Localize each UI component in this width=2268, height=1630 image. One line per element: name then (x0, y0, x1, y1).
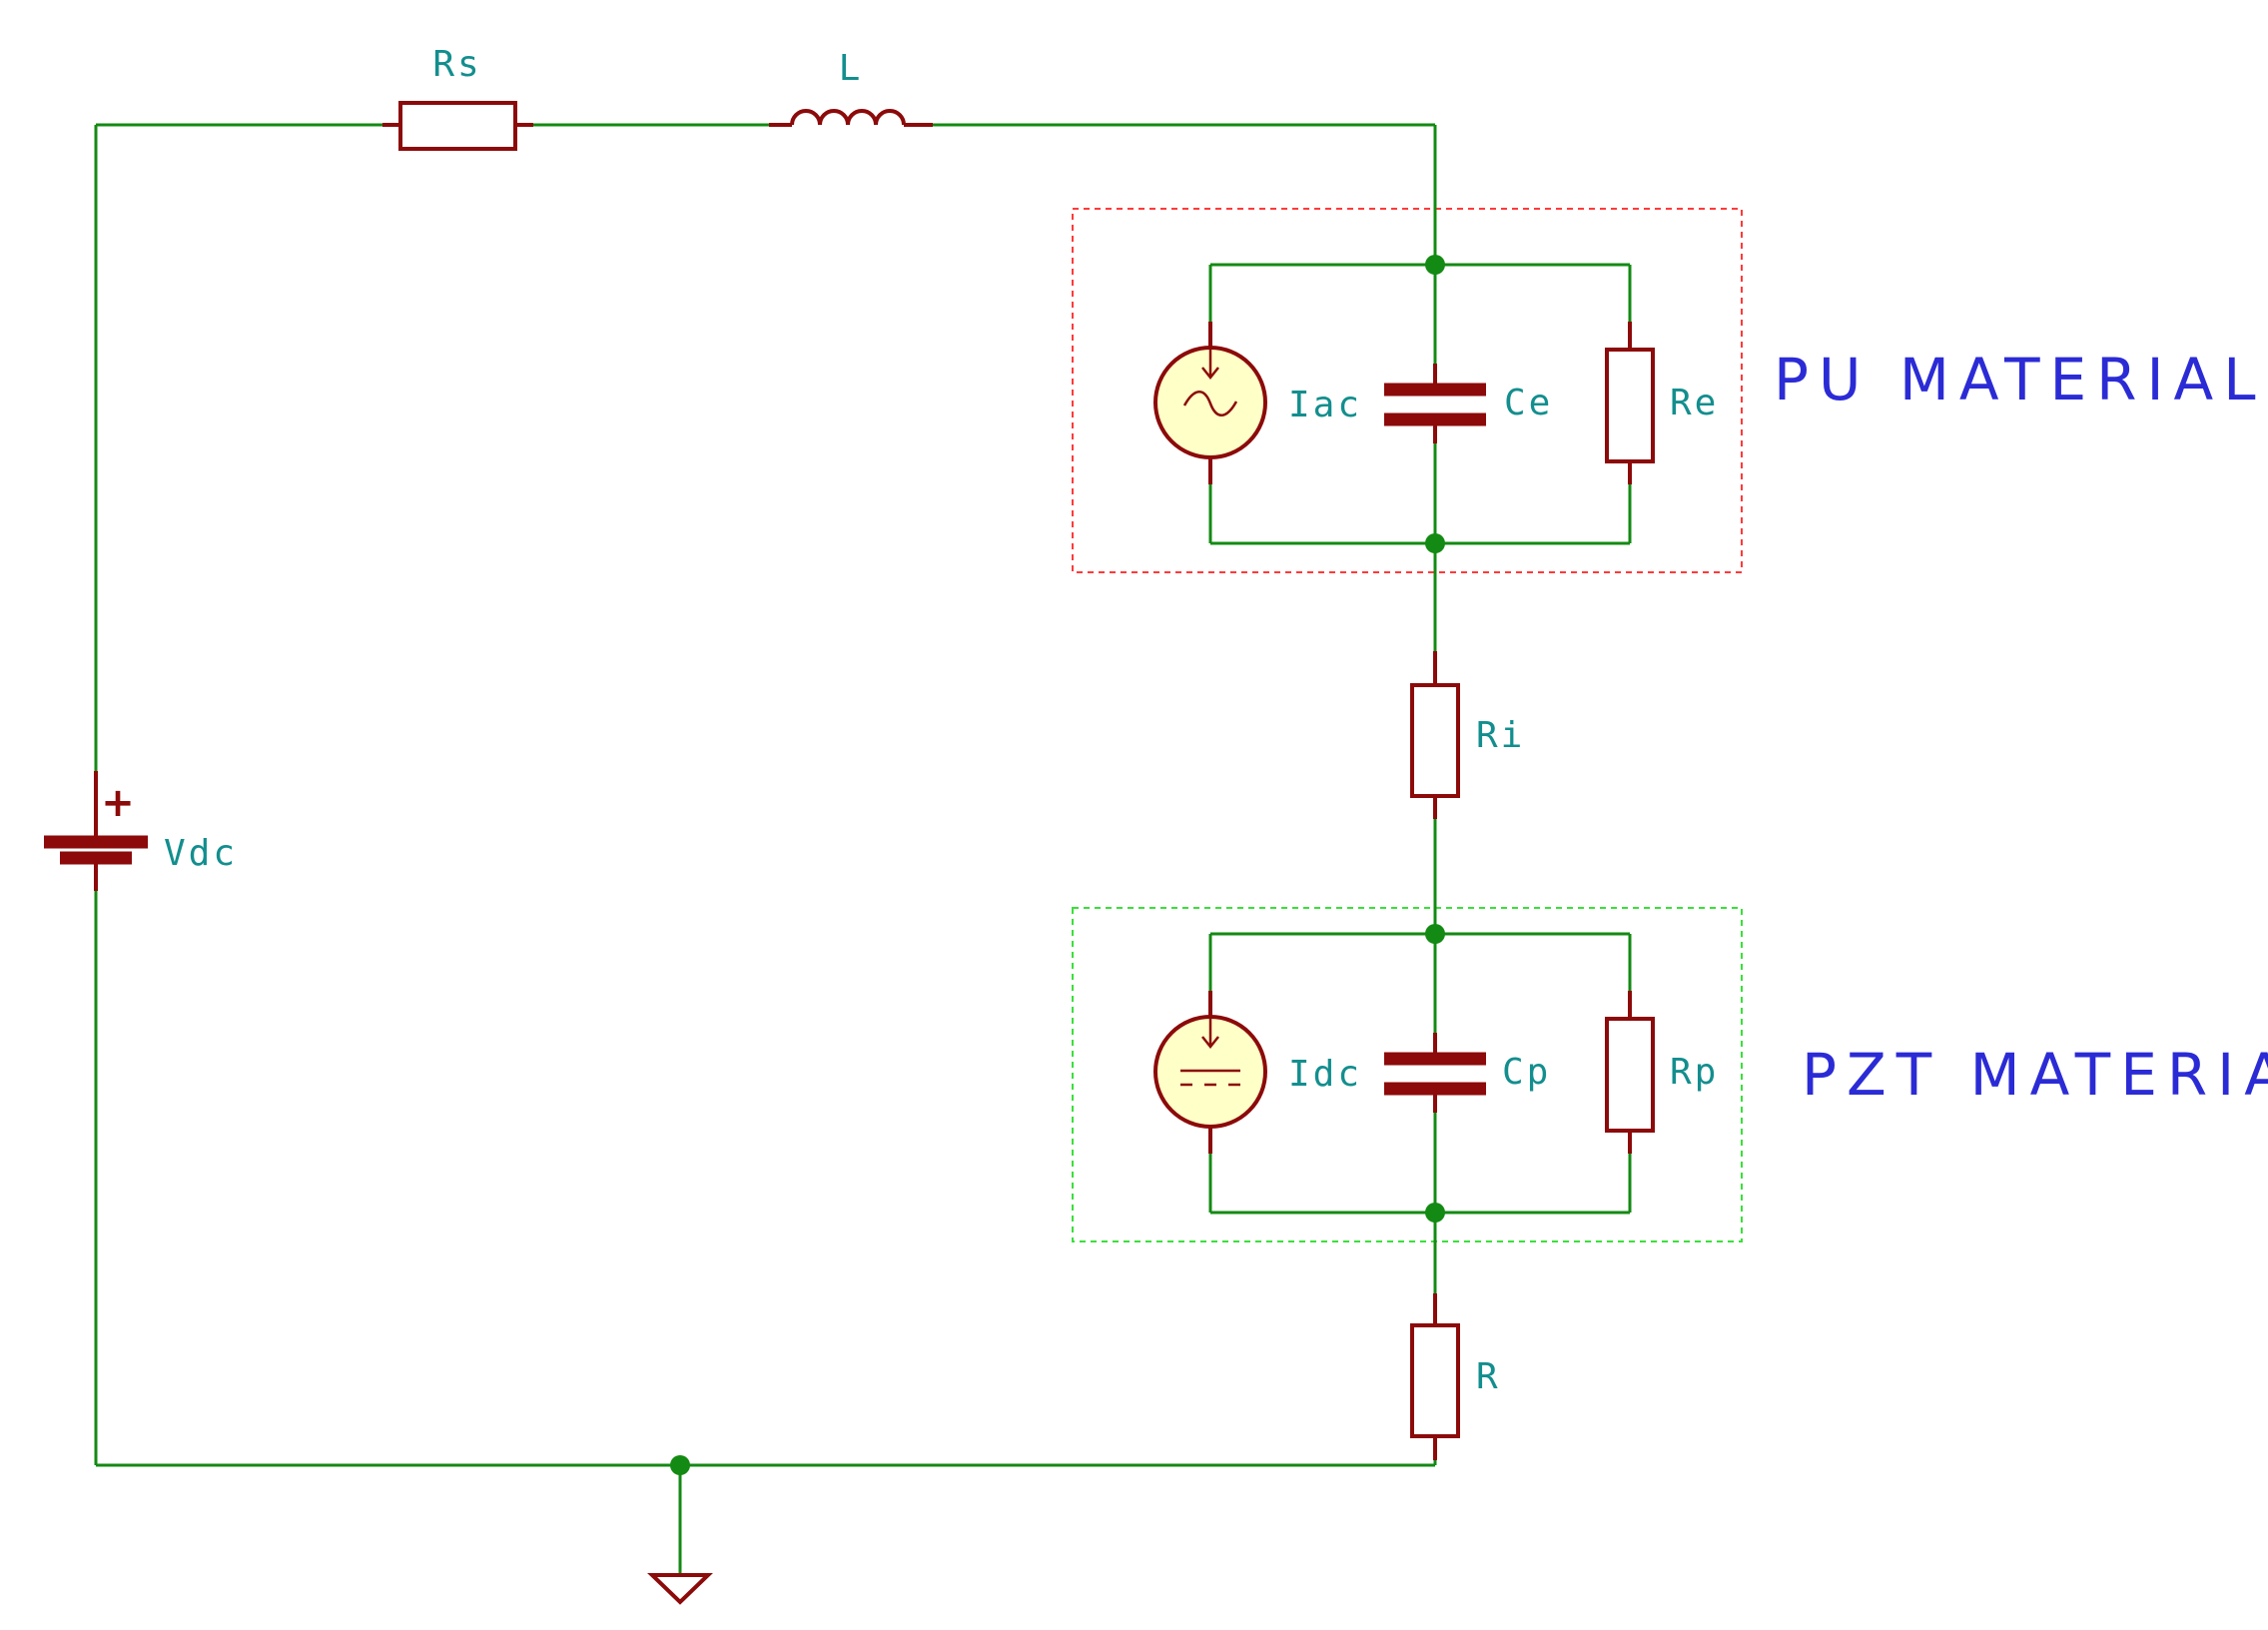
pu-material-label: PU MATERIAL (1774, 346, 2266, 413)
idc-label: Idc (1288, 1054, 1362, 1095)
cp-label: Cp (1502, 1052, 1551, 1093)
ac-current-source-icon (1153, 322, 1267, 484)
iac-label: Iac (1288, 385, 1362, 425)
junction-dot (1425, 533, 1445, 553)
ri-resistor (1410, 651, 1460, 819)
junction-dot (670, 1455, 690, 1475)
r-label: R (1476, 1356, 1501, 1397)
ce-capacitor (1384, 364, 1486, 443)
r-resistor (1410, 1293, 1460, 1460)
l-inductor (769, 109, 933, 127)
ce-label: Ce (1504, 383, 1553, 423)
rp-label: Rp (1670, 1052, 1719, 1093)
vdc-label: Vdc (164, 833, 238, 874)
l-label: L (839, 48, 864, 89)
junction-dot (1425, 255, 1445, 275)
rs-resistor (382, 101, 533, 151)
pu-material-frame (1072, 208, 1743, 573)
vdc-polarity-label: + (101, 780, 135, 826)
re-resistor (1605, 322, 1655, 484)
rp-resistor (1605, 991, 1655, 1154)
dc-current-source-icon (1153, 991, 1267, 1154)
wires (94, 123, 1632, 1575)
pzt-material-label: PZT MATERIAL (1802, 1041, 2268, 1109)
ground-icon (647, 1573, 713, 1605)
junction-dot (1425, 1203, 1445, 1222)
ri-label: Ri (1476, 715, 1525, 756)
re-label: Re (1670, 383, 1719, 423)
pzt-material-frame (1072, 907, 1743, 1242)
junction-dot (1425, 924, 1445, 944)
cp-capacitor (1384, 1033, 1486, 1113)
rs-label: Rs (432, 44, 481, 85)
battery-icon (44, 771, 148, 891)
